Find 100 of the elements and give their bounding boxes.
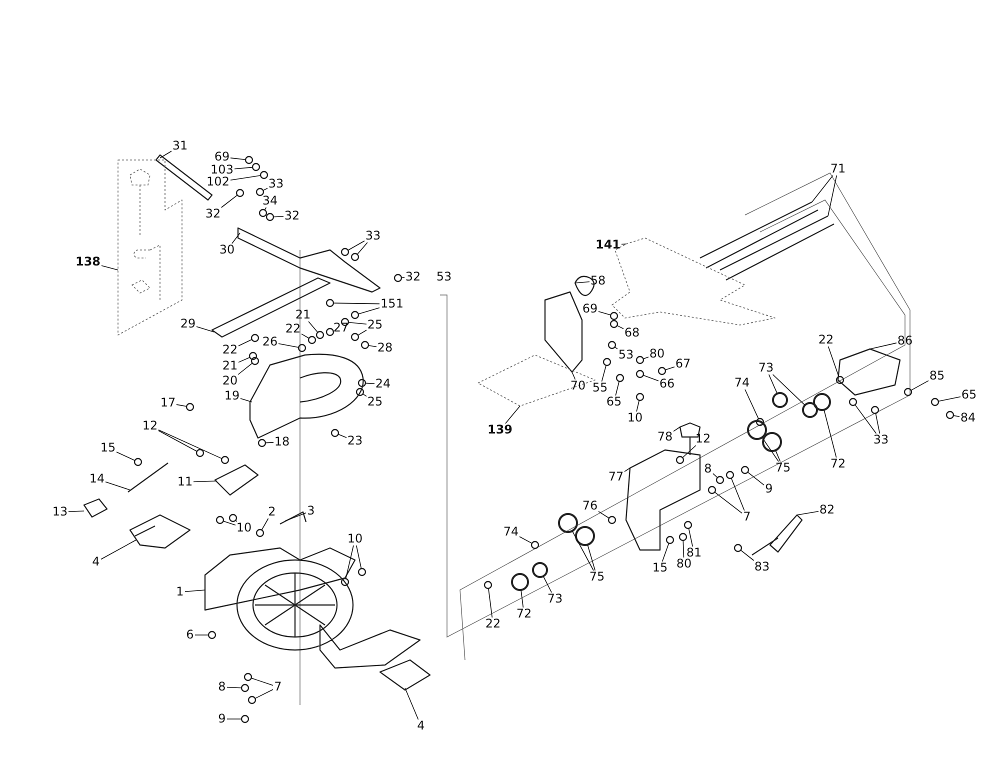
- callout-number: 9: [765, 482, 773, 496]
- callout-number: 11: [177, 476, 193, 488]
- small-fastener: [326, 328, 334, 336]
- callout-number: 69: [214, 150, 230, 164]
- leader-line: [220, 194, 238, 208]
- pivot-housing: [544, 291, 583, 373]
- leader-line: [601, 364, 606, 382]
- leader-line: [587, 544, 596, 571]
- small-fastener: [636, 356, 644, 364]
- leader-line: [345, 545, 354, 579]
- callout-number: 33: [268, 178, 284, 190]
- leader-line: [572, 372, 576, 380]
- leader-line: [488, 588, 493, 618]
- small-fastener: [708, 486, 716, 494]
- leader-line: [616, 325, 624, 330]
- leader-line: [730, 478, 745, 511]
- small-fastener: [726, 470, 734, 480]
- small-fastener: [394, 274, 402, 282]
- callout-number: 72: [830, 458, 846, 470]
- leader-line: [261, 518, 269, 530]
- callout-number: 71: [830, 162, 846, 176]
- small-fastener: [258, 208, 268, 218]
- callout-number: 20: [222, 374, 238, 388]
- leader-line: [796, 511, 819, 516]
- callout-number: 26: [262, 336, 278, 348]
- small-fastener: [734, 544, 742, 552]
- bushing: [558, 513, 578, 533]
- small-fastener: [256, 528, 264, 538]
- washer: [802, 402, 818, 418]
- leader-line: [744, 389, 759, 420]
- leader-line: [365, 382, 375, 384]
- leader-line: [273, 216, 284, 218]
- small-fastener: [684, 520, 692, 530]
- fence: [237, 227, 381, 293]
- bushing: [575, 526, 595, 546]
- leader-line: [688, 528, 693, 547]
- small-fastener: [260, 170, 268, 180]
- leader-line: [682, 445, 696, 458]
- leader-line: [368, 345, 377, 348]
- leader-line: [762, 437, 779, 462]
- callout-number: 13: [52, 506, 68, 518]
- leader-line: [193, 480, 218, 482]
- leader-line: [870, 342, 897, 350]
- callout-number: 77: [608, 470, 624, 484]
- callout-number: 65: [961, 388, 977, 402]
- small-fastener: [602, 358, 612, 366]
- leader-line: [953, 415, 960, 417]
- leader-line: [234, 166, 253, 170]
- leader-line: [105, 481, 130, 490]
- leader-line: [262, 188, 268, 191]
- leader-line: [828, 175, 838, 216]
- leader-line: [238, 362, 253, 375]
- callout-number: 23: [347, 434, 363, 448]
- leader-line: [348, 240, 365, 251]
- leader-line: [642, 356, 649, 360]
- callout-number: 74: [503, 526, 519, 538]
- leader-line: [614, 346, 618, 350]
- callout-number: 8: [704, 462, 712, 476]
- hex-key: [280, 511, 307, 525]
- slide-rail: [719, 215, 835, 281]
- callout-number: 9: [218, 712, 226, 726]
- leader-line: [240, 398, 252, 402]
- callout-number: 33: [365, 230, 381, 242]
- callout-number: 4: [417, 720, 425, 732]
- small-fastener: [350, 310, 360, 320]
- leader-line: [301, 334, 310, 339]
- bushing: [747, 420, 767, 440]
- small-fastener: [484, 580, 492, 590]
- callout-number: 69: [582, 302, 598, 316]
- leader-line: [158, 430, 198, 452]
- small-fastener: [716, 476, 724, 484]
- leader-line: [348, 322, 367, 325]
- callout-number: 29: [180, 318, 196, 330]
- callout-number: 68: [624, 326, 640, 340]
- small-fastener: [610, 320, 618, 328]
- callout-number: 34: [262, 194, 278, 208]
- leader-line: [854, 404, 877, 434]
- leader-line: [775, 450, 781, 462]
- callout-number: 12: [695, 432, 711, 446]
- small-fastener: [252, 162, 260, 172]
- leader-line: [520, 590, 524, 608]
- small-fastener: [870, 406, 880, 414]
- callout-number: 75: [775, 462, 791, 474]
- callout-number: 72: [516, 608, 532, 620]
- leader-line: [621, 244, 626, 245]
- small-fastener: [220, 456, 230, 464]
- leader-line: [158, 429, 222, 459]
- small-fastener: [756, 418, 764, 426]
- leader-line: [196, 326, 214, 332]
- leader-line: [636, 400, 640, 412]
- lock-lever: [214, 464, 259, 496]
- callout-number: 32: [205, 208, 221, 220]
- callout-number: 30: [219, 244, 235, 256]
- callout-number: 84: [960, 412, 976, 424]
- bushing: [762, 432, 782, 452]
- callout-number: 151: [380, 298, 404, 310]
- callout-number: 28: [377, 342, 393, 354]
- leader-line: [226, 686, 242, 688]
- small-fastener: [266, 212, 274, 222]
- leader-line: [828, 346, 840, 378]
